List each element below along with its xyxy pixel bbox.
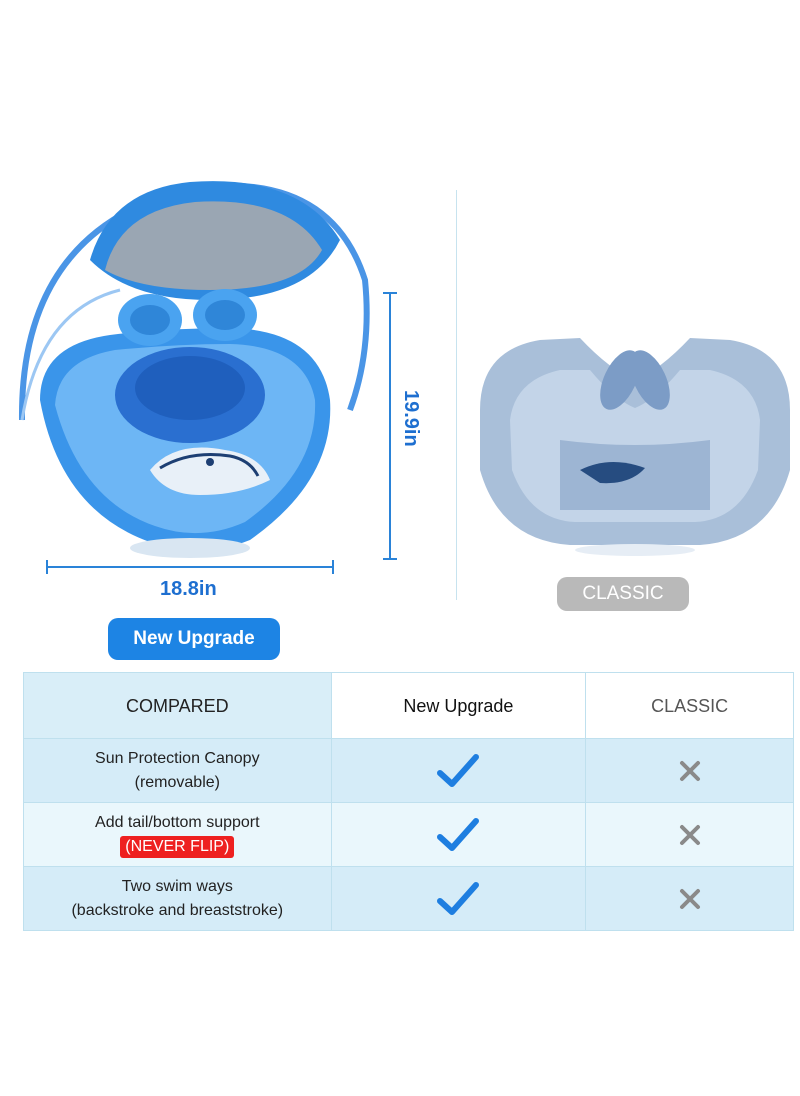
feature-cell: Add tail/bottom support (NEVER FLIP) [23, 802, 332, 867]
cross-icon [585, 802, 794, 867]
height-label: 19.9in [400, 390, 422, 447]
upgrade-badge: New Upgrade [108, 618, 280, 660]
header-classic: CLASSIC [585, 672, 794, 739]
feature-name: Sun Protection Canopy [95, 749, 260, 767]
check-icon [330, 738, 587, 803]
table-row: Sun Protection Canopy (removable) [23, 738, 794, 803]
cross-icon [585, 866, 794, 931]
check-icon [330, 866, 587, 931]
table-row: Add tail/bottom support (NEVER FLIP) [23, 802, 794, 867]
check-icon [330, 802, 587, 867]
header-compared: COMPARED [23, 672, 332, 739]
never-flip-badge: (NEVER FLIP) [120, 835, 235, 858]
header-new-upgrade: New Upgrade [330, 672, 587, 739]
classic-badge: CLASSIC [557, 577, 689, 611]
vertical-divider [456, 190, 457, 600]
feature-name: Two swim ways [121, 877, 233, 895]
feature-name: Add tail/bottom support [95, 813, 260, 831]
comparison-table: COMPARED New Upgrade CLASSIC Sun Protect… [23, 672, 794, 931]
height-dimension-line [383, 292, 397, 560]
feature-note: (removable) [134, 773, 220, 791]
table-row: Two swim ways (backstroke and breaststro… [23, 866, 794, 931]
upgrade-float-image [18, 181, 370, 558]
table-header-row: COMPARED New Upgrade CLASSIC [23, 672, 794, 739]
width-dimension-line [46, 560, 334, 574]
feature-cell: Sun Protection Canopy (removable) [23, 738, 332, 803]
width-label: 18.8in [160, 578, 217, 600]
feature-cell: Two swim ways (backstroke and breaststro… [23, 866, 332, 931]
feature-note: (backstroke and breaststroke) [71, 901, 284, 919]
classic-float-image [480, 338, 790, 556]
cross-icon [585, 738, 794, 803]
